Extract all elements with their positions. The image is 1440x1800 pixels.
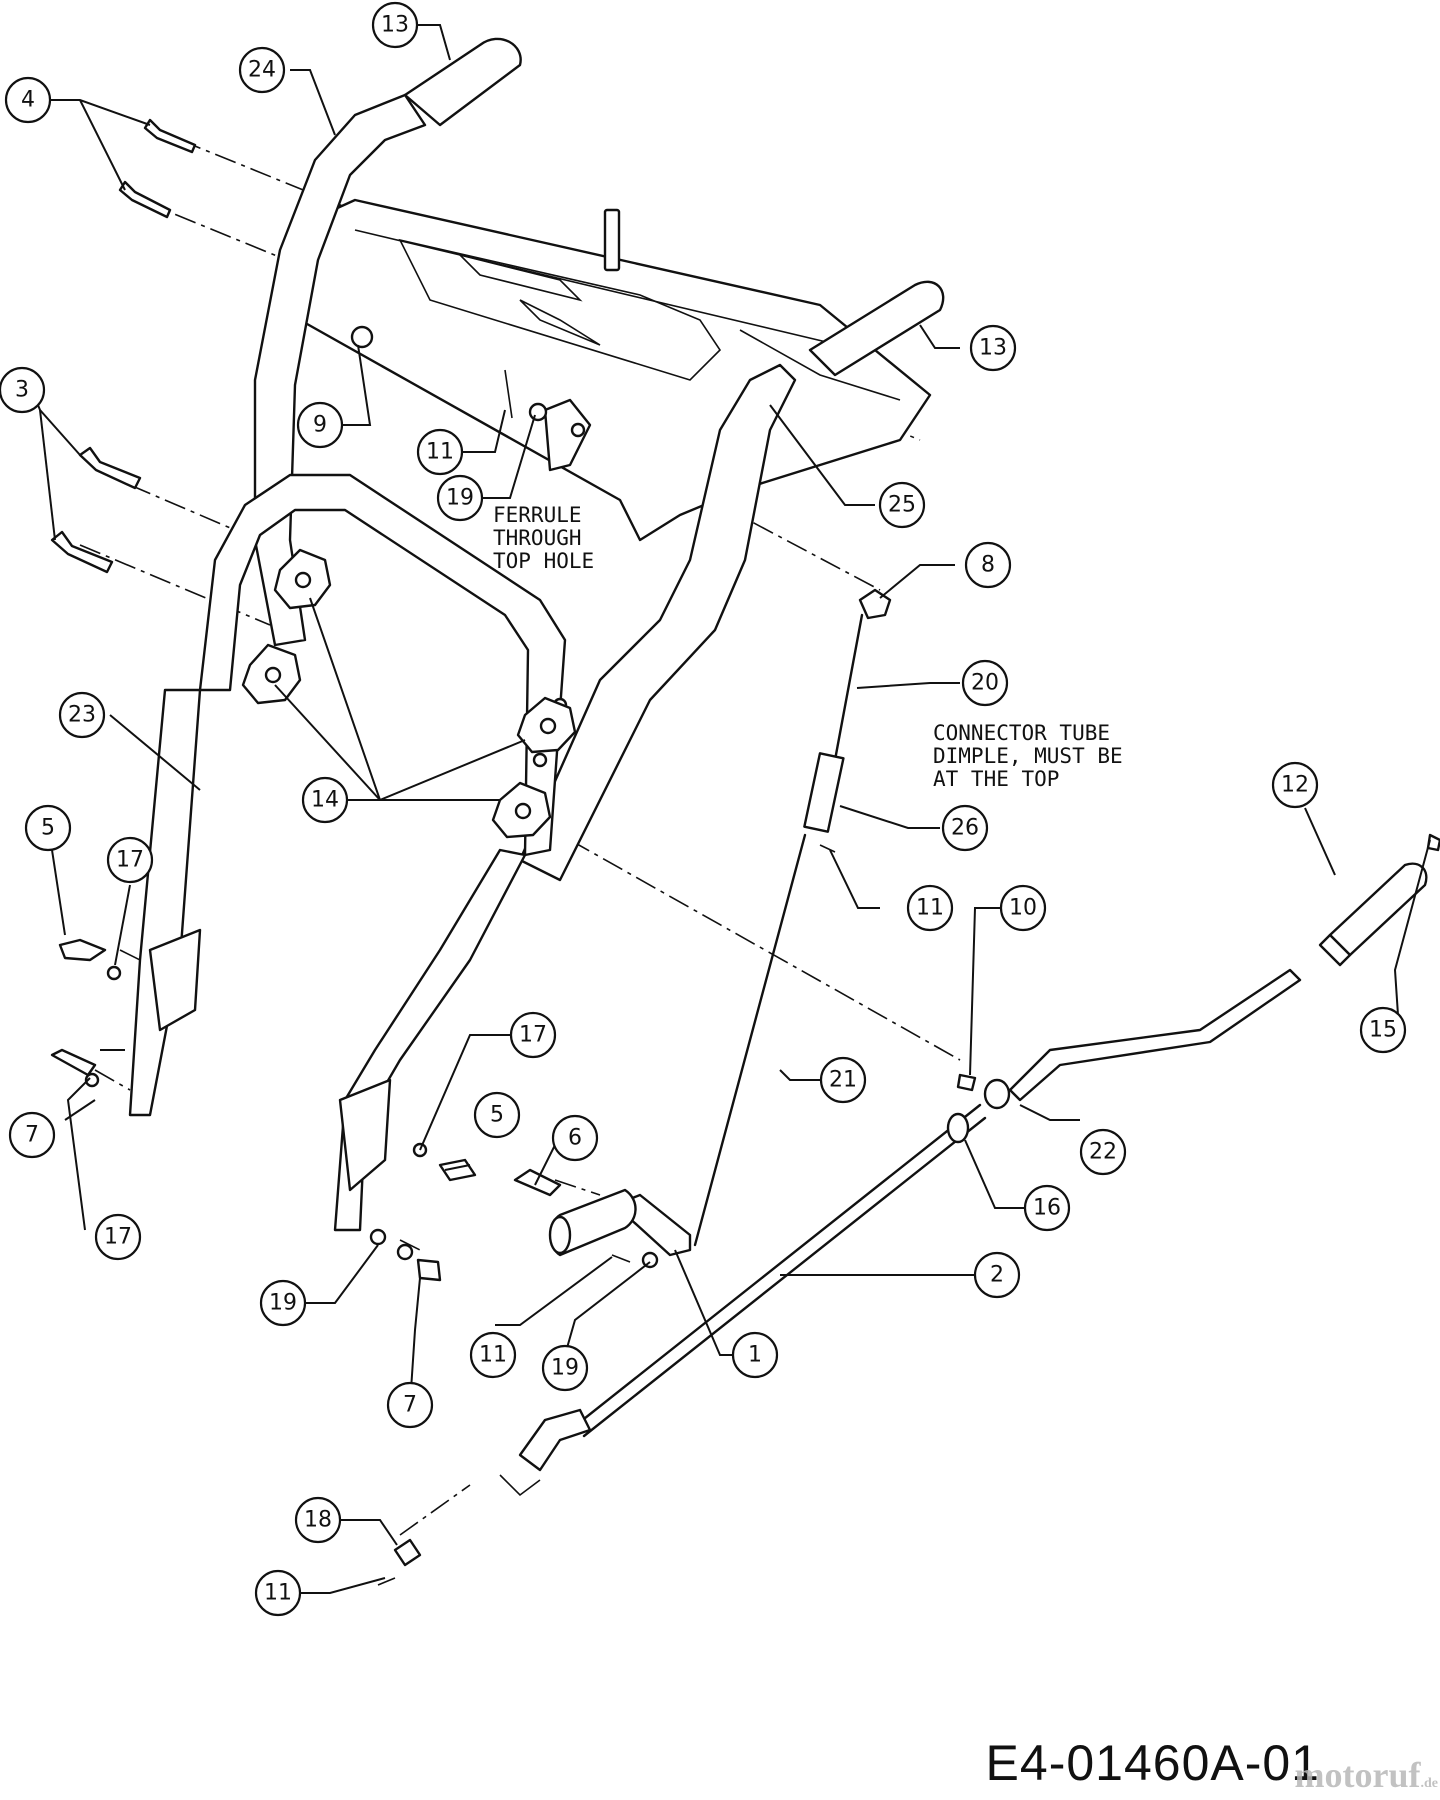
- svg-text:17: 17: [519, 1023, 547, 1048]
- callout-23: 23: [58, 691, 106, 739]
- callout-14: 14: [301, 776, 349, 824]
- svg-text:13: 13: [381, 13, 409, 38]
- svg-text:19: 19: [446, 486, 474, 511]
- svg-text:5: 5: [41, 816, 55, 841]
- callout-13-top: 13: [371, 1, 419, 49]
- svg-text:17: 17: [116, 848, 144, 873]
- callout-11-mid: 11: [906, 884, 954, 932]
- svg-text:23: 23: [68, 703, 96, 728]
- svg-text:11: 11: [426, 440, 454, 465]
- svg-text:21: 21: [829, 1068, 857, 1093]
- svg-text:7: 7: [403, 1393, 417, 1418]
- svg-text:2: 2: [990, 1263, 1004, 1288]
- svg-text:8: 8: [981, 553, 995, 578]
- callout-18: 18: [294, 1496, 342, 1544]
- svg-text:22: 22: [1089, 1140, 1117, 1165]
- callout-24: 24: [238, 46, 286, 94]
- watermark-tld: .de: [1420, 1776, 1439, 1791]
- callout-17-mid: 17: [509, 1011, 557, 1059]
- svg-text:11: 11: [479, 1343, 507, 1368]
- control-panel: [298, 198, 932, 542]
- connector-note-line-2: DIMPLE, MUST BE: [933, 744, 1123, 768]
- callout-17-left: 17: [106, 836, 154, 884]
- callout-20: 20: [961, 659, 1009, 707]
- svg-text:17: 17: [104, 1225, 132, 1250]
- svg-text:20: 20: [971, 671, 999, 696]
- svg-text:18: 18: [304, 1508, 332, 1533]
- svg-text:7: 7: [25, 1123, 39, 1148]
- callout-5-mid: 5: [473, 1091, 521, 1139]
- callout-8: 8: [964, 541, 1012, 589]
- svg-text:10: 10: [1009, 896, 1037, 921]
- callouts: 13 24 4 13 9 3 11 19 25 8 20 23 14 26 12…: [0, 1, 1407, 1617]
- callout-25: 25: [878, 481, 926, 529]
- svg-text:11: 11: [264, 1581, 292, 1606]
- svg-text:1: 1: [748, 1343, 762, 1368]
- connector-note: CONNECTOR TUBE DIMPLE, MUST BE AT THE TO…: [933, 721, 1123, 791]
- svg-text:14: 14: [311, 788, 339, 813]
- callout-21: 21: [819, 1056, 867, 1104]
- svg-text:4: 4: [21, 88, 35, 113]
- callout-26: 26: [941, 804, 989, 852]
- ferrule-note-line-2: THROUGH: [493, 526, 582, 550]
- callout-19-left: 19: [259, 1279, 307, 1327]
- lower-handle: [128, 473, 568, 1232]
- svg-text:6: 6: [568, 1126, 582, 1151]
- rods: [393, 613, 1440, 1567]
- svg-text:5: 5: [490, 1103, 504, 1128]
- callout-9: 9: [296, 401, 344, 449]
- callout-11-upper: 11: [416, 428, 464, 476]
- callout-16: 16: [1023, 1184, 1071, 1232]
- callout-12: 12: [1271, 761, 1319, 809]
- ferrule-note: FERRULE THROUGH TOP HOLE: [493, 503, 594, 573]
- callout-11-bottom: 11: [254, 1569, 302, 1617]
- callout-10: 10: [999, 884, 1047, 932]
- callout-7-mid: 7: [386, 1381, 434, 1429]
- svg-text:19: 19: [269, 1291, 297, 1316]
- svg-text:19: 19: [551, 1356, 579, 1381]
- svg-text:24: 24: [248, 58, 276, 83]
- connector-note-line-3: AT THE TOP: [933, 767, 1059, 791]
- leaders: [31, 24, 1431, 1594]
- diagram-code: E4-01460A-01: [985, 1735, 1320, 1791]
- svg-text:15: 15: [1369, 1018, 1397, 1043]
- watermark-logo: motoruf.de: [1295, 1754, 1438, 1796]
- svg-text:16: 16: [1033, 1196, 1061, 1221]
- hardware: [50, 118, 892, 1586]
- callout-17-lower: 17: [94, 1213, 142, 1261]
- svg-text:13: 13: [979, 336, 1007, 361]
- connector-note-line-1: CONNECTOR TUBE: [933, 721, 1110, 745]
- callout-13-right: 13: [969, 324, 1017, 372]
- callout-4: 4: [4, 76, 52, 124]
- svg-text:9: 9: [313, 413, 327, 438]
- svg-text:3: 3: [15, 378, 29, 403]
- knobs: [241, 548, 577, 839]
- svg-text:11: 11: [916, 896, 944, 921]
- callout-19-lower: 19: [541, 1344, 589, 1392]
- ferrule-note-line-3: TOP HOLE: [493, 549, 594, 573]
- callout-1: 1: [731, 1331, 779, 1379]
- callout-3: 3: [0, 366, 46, 414]
- callout-22: 22: [1079, 1128, 1127, 1176]
- callout-6: 6: [551, 1114, 599, 1162]
- svg-text:26: 26: [951, 816, 979, 841]
- callout-15: 15: [1359, 1006, 1407, 1054]
- callout-2: 2: [973, 1251, 1021, 1299]
- svg-text:12: 12: [1281, 773, 1309, 798]
- svg-text:25: 25: [888, 493, 916, 518]
- ferrule-note-line-1: FERRULE: [493, 503, 582, 527]
- callout-11-lower: 11: [469, 1331, 517, 1379]
- callout-7-left: 7: [8, 1111, 56, 1159]
- watermark-name: motoruf: [1294, 1755, 1421, 1795]
- callout-5-left: 5: [24, 804, 72, 852]
- callout-19-upper: 19: [436, 474, 484, 522]
